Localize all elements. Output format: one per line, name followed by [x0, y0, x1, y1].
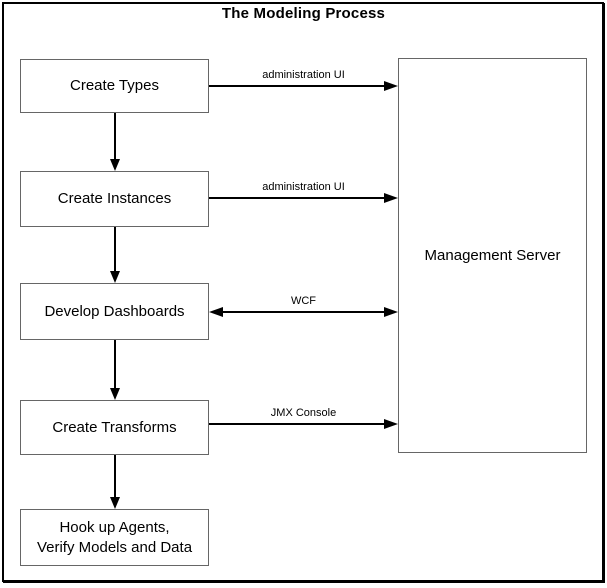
server-label: Management Server — [424, 246, 561, 264]
arrow-head-down-icon — [110, 271, 120, 283]
step-label: Create Types — [70, 77, 159, 94]
connector-label: administration UI — [262, 69, 345, 81]
step-box-create-transforms: Create Transforms — [20, 400, 209, 455]
step-label: Develop Dashboards — [44, 302, 185, 320]
connector-line — [209, 197, 387, 199]
flow-arrow-transforms-to-hookup — [110, 455, 120, 509]
arrow-head-down-icon — [110, 388, 120, 400]
step-box-hook-up-agents: Hook up Agents, Verify Models and Data — [20, 509, 209, 566]
step-label: Create Transforms — [52, 418, 177, 436]
connector-line — [209, 423, 387, 425]
connector-label: administration UI — [262, 181, 345, 193]
arrow-head-down-icon — [110, 497, 120, 509]
arrow-head-right-icon — [384, 81, 398, 91]
arrow-head-left-icon — [209, 307, 223, 317]
diagram-frame — [2, 2, 604, 582]
connector-label: JMX Console — [270, 407, 337, 419]
diagram-title: The Modeling Process — [221, 5, 386, 22]
connector-line — [209, 85, 387, 87]
server-box-management-server: Management Server — [398, 58, 587, 453]
arrow-head-down-icon — [110, 159, 120, 171]
step-box-create-instances: Create Instances — [20, 171, 209, 227]
connector-label: WCF — [290, 295, 317, 307]
arrow-head-right-icon — [384, 419, 398, 429]
step-label: Create Instances — [57, 190, 172, 207]
flow-arrow-dashboards-to-transforms — [110, 340, 120, 400]
flow-arrow-instances-to-dashboards — [110, 227, 120, 283]
arrow-head-right-icon — [384, 307, 398, 317]
step-box-develop-dashboards: Develop Dashboards — [20, 283, 209, 340]
arrow-head-right-icon — [384, 193, 398, 203]
connector-line — [220, 311, 387, 313]
step-box-create-types: Create Types — [20, 59, 209, 113]
flow-arrow-types-to-instances — [110, 113, 120, 171]
step-label: Hook up Agents, Verify Models and Data — [36, 518, 193, 556]
